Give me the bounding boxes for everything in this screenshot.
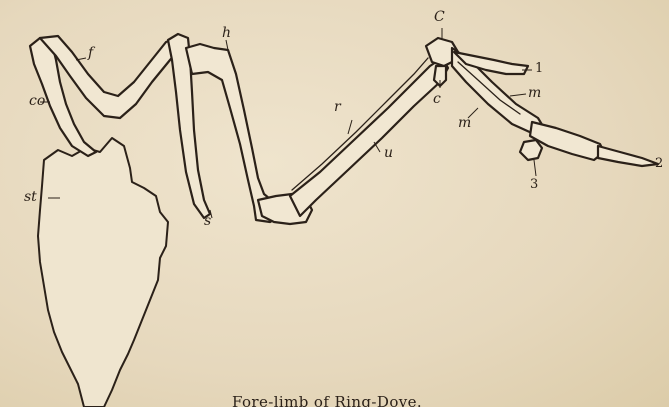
label-digit-one: 1 xyxy=(535,62,543,75)
label-carpus-lower: c xyxy=(433,92,441,106)
label-radius: r xyxy=(334,100,341,114)
label-coracoid: co xyxy=(29,94,45,108)
label-scapula: s xyxy=(204,214,211,228)
label-sternum: st xyxy=(24,190,37,204)
figure-caption: Fore-limb of Ring-Dove. xyxy=(232,393,422,407)
digit-two-distal xyxy=(598,146,658,166)
digit-three xyxy=(520,140,542,160)
label-carpus-upper: C xyxy=(434,10,445,24)
label-furcula: f xyxy=(88,46,93,60)
label-digit-two: 2 xyxy=(655,157,663,170)
label-ulna: u xyxy=(384,146,393,160)
label-metacarpal-upper: m xyxy=(528,86,541,100)
digit-two-proximal xyxy=(530,122,604,160)
radius xyxy=(292,58,428,190)
label-digit-three: 3 xyxy=(530,178,538,191)
label-metacarpal-lower: m xyxy=(458,116,471,130)
sternum xyxy=(38,138,168,407)
label-humerus: h xyxy=(222,26,231,40)
ulna xyxy=(290,58,448,216)
